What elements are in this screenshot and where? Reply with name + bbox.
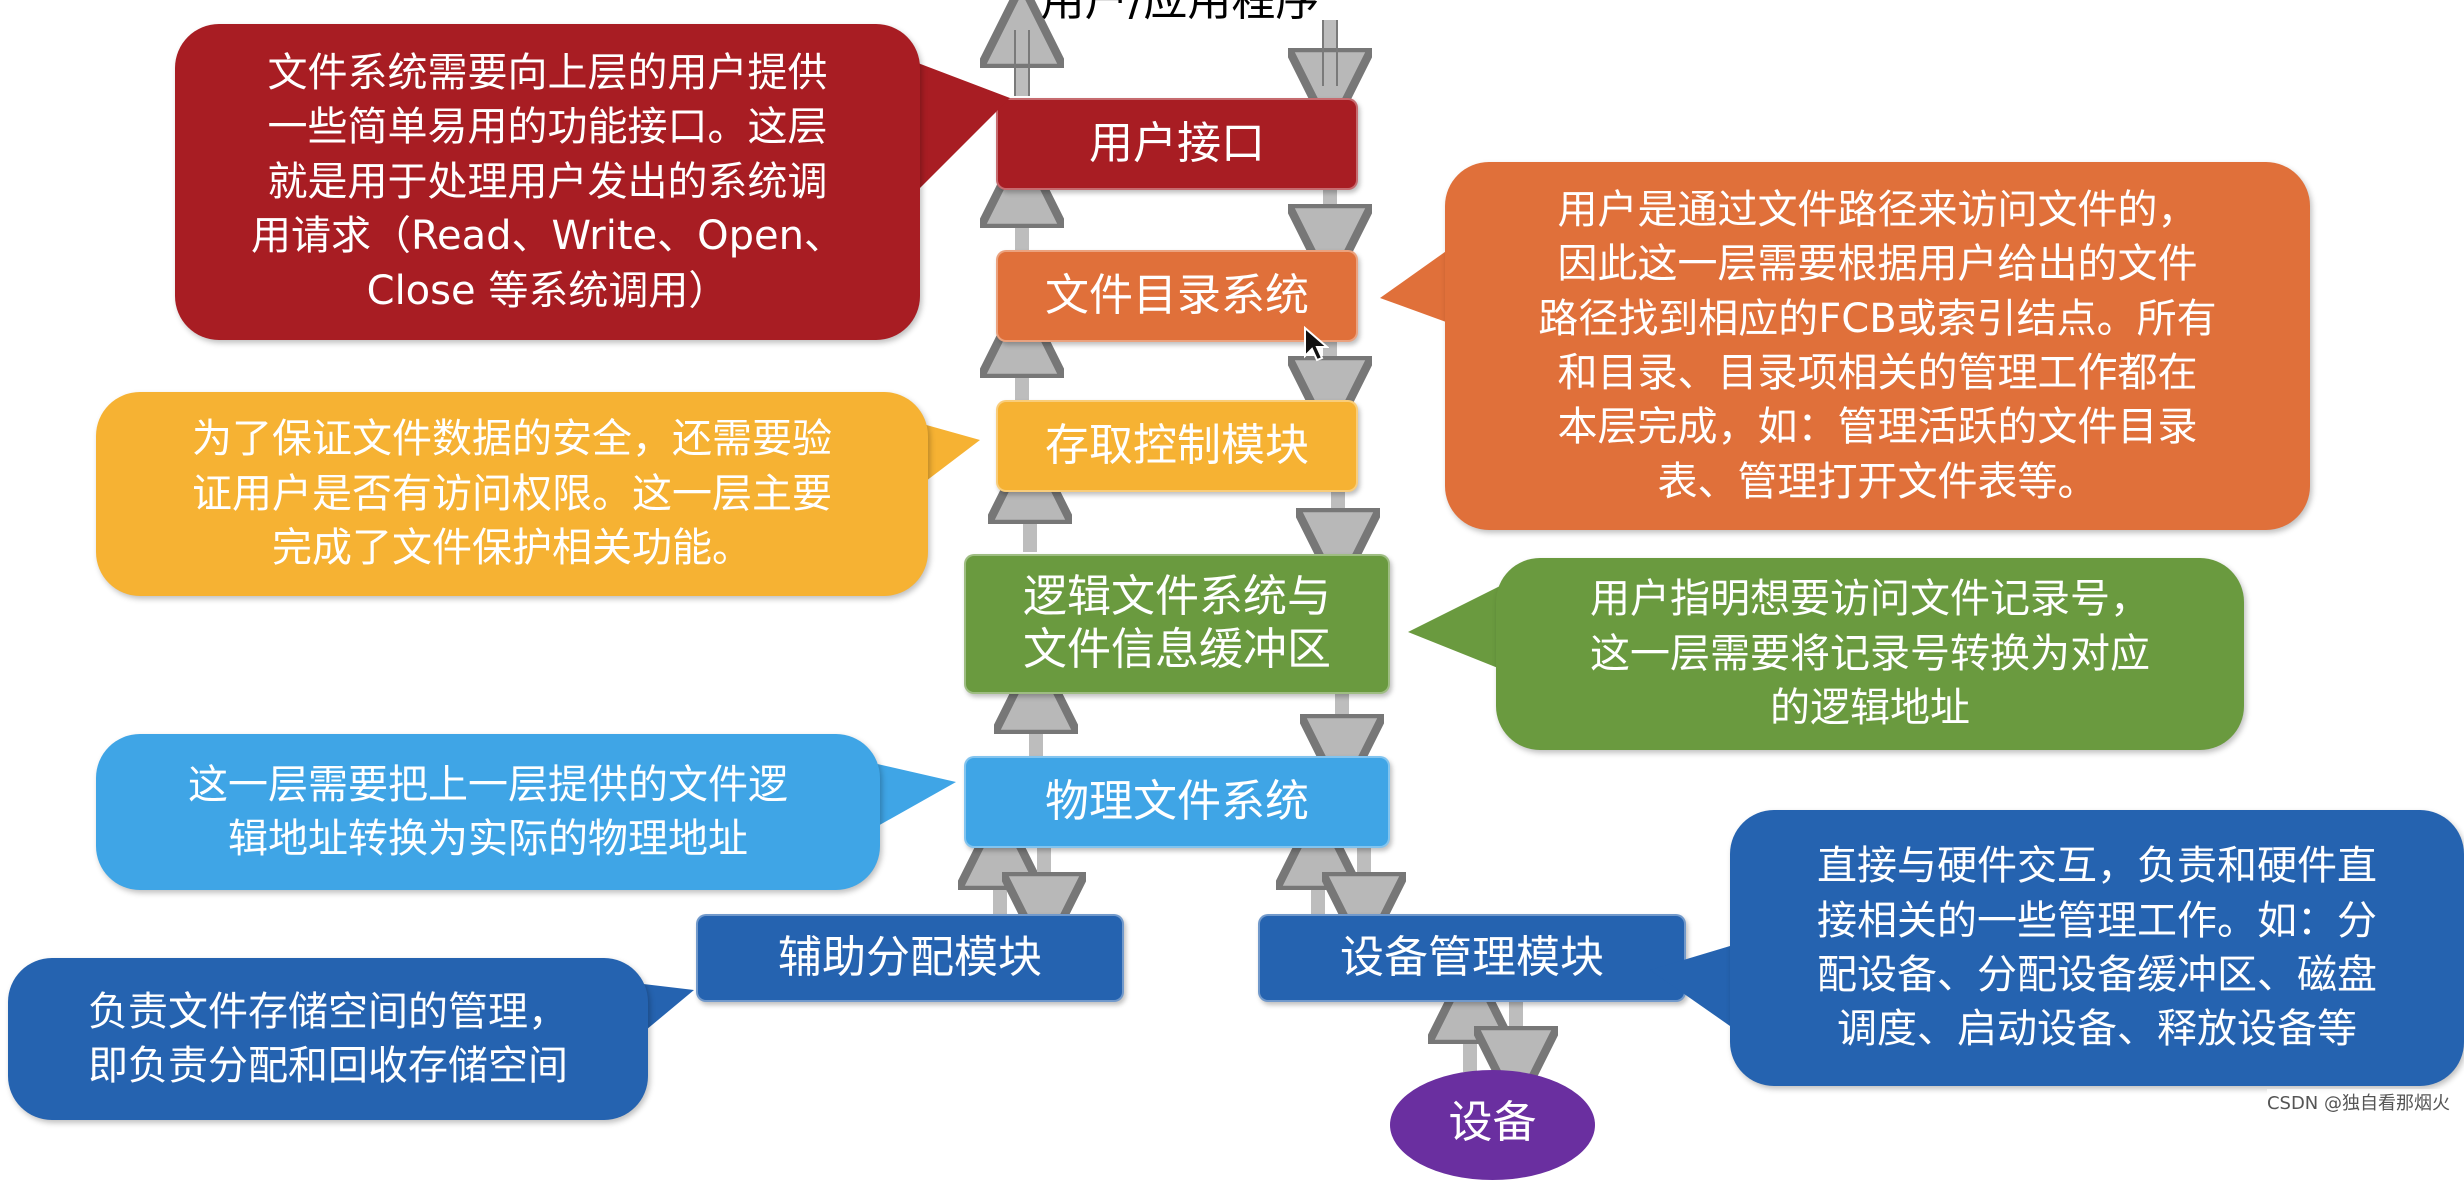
note-device-mgmt: 直接与硬件交互，负责和硬件直 接相关的一些管理工作。如：分 配设备、分配设备缓冲… — [1730, 810, 2464, 1086]
note-allocation: 负责文件存储空间的管理， 即负责分配和回收存储空间 — [8, 958, 648, 1120]
layer-access-control-label: 存取控制模块 — [1045, 419, 1309, 471]
note-logical-fs-text: 用户指明想要访问文件记录号， 这一层需要将记录号转换为对应 的逻辑地址 — [1590, 576, 2150, 732]
note-user-interface: 文件系统需要向上层的用户提供 一些简单易用的功能接口。这层 就是用于处理用户发出… — [175, 24, 920, 340]
note-device-mgmt-text: 直接与硬件交互，负责和硬件直 接相关的一些管理工作。如：分 配设备、分配设备缓冲… — [1817, 843, 2377, 1053]
note-directory-system-text: 用户是通过文件路径来访问文件的， 因此这一层需要根据用户给出的文件 路径找到相应… — [1538, 186, 2217, 505]
layer-user-interface-label: 用户接口 — [1089, 117, 1265, 169]
note-allocation-text: 负责文件存储空间的管理， 即负责分配和回收存储空间 — [88, 988, 568, 1089]
note-logical-fs-tail — [1408, 582, 1508, 672]
note-physical-fs: 这一层需要把上一层提供的文件逻 辑地址转换为实际的物理地址 — [96, 734, 880, 890]
watermark: CSDN @独自看那烟火 — [2266, 1089, 2450, 1115]
layer-user-interface: 用户接口 — [996, 98, 1358, 190]
file-system-layers-diagram: 用户/应用程序 用户接口 文件目录系统 存取控制模块 逻辑文件系统与 文件信息缓… — [8, 0, 2464, 1180]
note-physical-fs-text: 这一层需要把上一层提供的文件逻 辑地址转换为实际的物理地址 — [188, 761, 788, 862]
layer-physical-fs: 物理文件系统 — [964, 756, 1390, 848]
layer-device-mgmt: 设备管理模块 — [1258, 914, 1686, 1002]
layer-allocation-label: 辅助分配模块 — [778, 931, 1042, 983]
note-directory-system: 用户是通过文件路径来访问文件的， 因此这一层需要根据用户给出的文件 路径找到相应… — [1445, 162, 2310, 530]
note-access-control: 为了保证文件数据的安全，还需要验 证用户是否有访问权限。这一层主要 完成了文件保… — [96, 392, 928, 596]
layer-physical-fs-label: 物理文件系统 — [1045, 775, 1309, 827]
layer-logical-fs-label: 逻辑文件系统与 文件信息缓冲区 — [1023, 571, 1331, 675]
layer-directory-system: 文件目录系统 — [996, 250, 1358, 342]
layer-directory-system-label: 文件目录系统 — [1045, 269, 1309, 321]
user-application-label: 用户/应用程序 — [1040, 0, 1320, 26]
note-logical-fs: 用户指明想要访问文件记录号， 这一层需要将记录号转换为对应 的逻辑地址 — [1496, 558, 2244, 750]
mouse-cursor-icon — [1304, 326, 1329, 362]
layer-device-mgmt-label: 设备管理模块 — [1340, 931, 1604, 983]
layer-allocation: 辅助分配模块 — [696, 914, 1124, 1002]
layer-logical-fs: 逻辑文件系统与 文件信息缓冲区 — [964, 554, 1390, 694]
note-user-interface-tail — [910, 60, 1010, 198]
device-node: 设备 — [1390, 1070, 1595, 1180]
device-label: 设备 — [1448, 1097, 1537, 1148]
layer-access-control: 存取控制模块 — [996, 400, 1358, 492]
note-access-control-text: 为了保证文件数据的安全，还需要验 证用户是否有访问权限。这一层主要 完成了文件保… — [192, 416, 832, 572]
note-user-interface-text: 文件系统需要向上层的用户提供 一些简单易用的功能接口。这层 就是用于处理用户发出… — [251, 50, 844, 314]
